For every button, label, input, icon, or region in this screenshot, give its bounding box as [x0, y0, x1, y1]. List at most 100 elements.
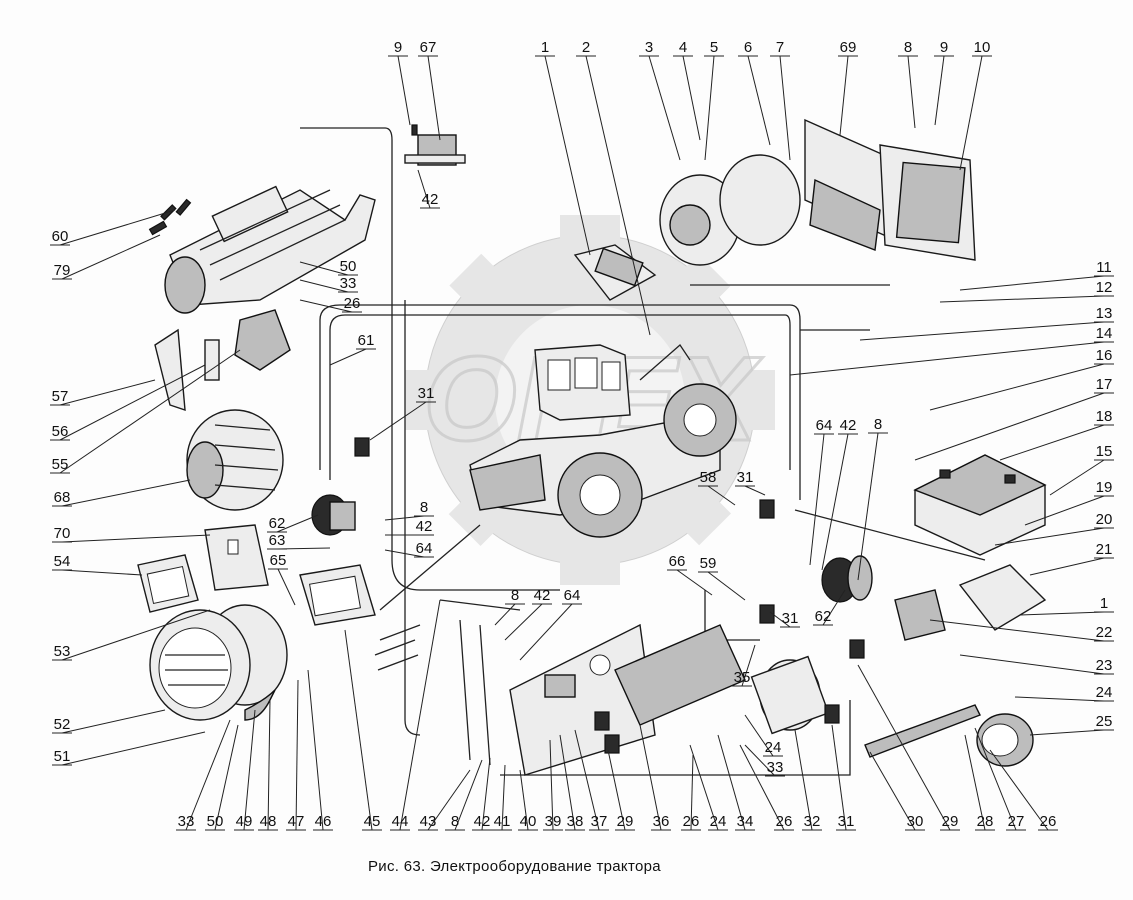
callout-65: 65	[270, 552, 287, 569]
callout-33a: 33	[340, 275, 357, 292]
callout-29a: 29	[617, 813, 634, 830]
callout-64c: 64	[564, 587, 581, 604]
fuse-block	[573, 244, 657, 301]
callout-79: 79	[54, 262, 71, 279]
callout-58: 58	[700, 469, 717, 486]
callout-26d: 26	[1040, 813, 1057, 830]
callout-leader-line	[277, 568, 296, 606]
callout-17: 17	[1096, 376, 1113, 393]
callout-14: 14	[1096, 325, 1113, 342]
callout-1a: 1	[541, 39, 549, 56]
callout-5: 5	[710, 39, 718, 56]
callout-51: 51	[54, 748, 71, 765]
toggle-switches	[354, 437, 865, 754]
callout-leader-line	[276, 514, 319, 533]
callout-leader-line	[821, 433, 849, 571]
callout-leader-line	[707, 485, 736, 506]
callout-leader-line	[999, 424, 1105, 461]
callout-leader-line	[717, 734, 746, 831]
callout-leader-line	[399, 599, 441, 831]
callout-64a: 64	[416, 540, 433, 557]
callout-leader-line	[959, 275, 1105, 291]
instrument-panel	[509, 623, 746, 776]
callout-36: 36	[653, 813, 670, 830]
callout-35: 35	[734, 669, 751, 686]
callout-33b: 33	[767, 759, 784, 776]
callout-leader-line	[1019, 611, 1105, 616]
callout-leader-line	[299, 261, 349, 276]
callout-leader-line	[329, 348, 367, 366]
callout-49: 49	[236, 813, 253, 830]
callout-41: 41	[494, 813, 511, 830]
callout-leader-line	[61, 609, 211, 661]
callout-8e: 8	[451, 813, 459, 830]
callout-leader-line	[369, 401, 427, 441]
callout-leader-line	[974, 727, 1017, 831]
callout-15: 15	[1096, 443, 1113, 460]
callout-leader-line	[549, 739, 554, 831]
callout-60: 60	[52, 228, 69, 245]
callout-leader-line	[427, 55, 441, 141]
callout-leader-line	[676, 569, 713, 596]
callout-42c: 42	[840, 417, 857, 434]
callout-11: 11	[1096, 259, 1112, 276]
voltage-regulator	[154, 309, 291, 412]
callout-18: 18	[1096, 408, 1113, 425]
callout-20: 20	[1096, 511, 1113, 528]
callout-44: 44	[392, 813, 409, 830]
callout-64b: 64	[816, 417, 833, 434]
callout-45: 45	[364, 813, 381, 830]
callout-leader-line	[839, 55, 849, 136]
callout-leader-line	[739, 744, 785, 831]
callout-leader-line	[741, 644, 756, 687]
callout-47: 47	[288, 813, 305, 830]
callout-62a: 62	[269, 515, 286, 532]
callout-leader-line	[707, 571, 746, 601]
callout-leader-line	[299, 299, 353, 313]
callout-48: 48	[260, 813, 277, 830]
callout-leader-line	[648, 55, 681, 161]
callout-leader-line	[519, 769, 529, 831]
callout-leader-line	[61, 731, 206, 766]
callout-8a: 8	[420, 499, 428, 516]
callout-leader-line	[185, 719, 231, 831]
ignition-coil	[750, 655, 830, 735]
callout-62b: 62	[815, 608, 832, 625]
callout-leader-line	[59, 209, 176, 246]
callout-leader-line	[789, 341, 1105, 376]
starter-motor	[148, 185, 376, 314]
callout-leader-line	[857, 664, 951, 831]
callout-leader-line	[243, 709, 256, 831]
callout-leader-line	[61, 534, 211, 543]
callout-leader-line	[61, 569, 143, 576]
callout-9b: 9	[940, 39, 948, 56]
callout-8c: 8	[874, 416, 882, 433]
callout-leader-line	[639, 724, 662, 831]
callout-4: 4	[679, 39, 687, 56]
rear-lamps	[894, 564, 1047, 641]
callout-leader-line	[690, 754, 694, 831]
callout-leader-line	[295, 679, 299, 831]
callout-leader-line	[1014, 696, 1105, 702]
callout-leader-line	[994, 527, 1105, 546]
callout-leader-line	[214, 724, 239, 831]
callout-21: 21	[1096, 541, 1113, 558]
callout-leader-line	[585, 55, 651, 336]
callout-leader-line	[61, 709, 166, 734]
callout-leader-line	[504, 603, 543, 641]
callout-leader-line	[59, 379, 156, 406]
callout-leader-line	[831, 724, 847, 831]
callout-leader-line	[1024, 495, 1105, 526]
callout-leader-line	[769, 611, 791, 628]
terminal-strip	[864, 704, 981, 758]
callout-leader-line	[276, 547, 331, 550]
callout-leader-line	[744, 485, 766, 496]
callout-22: 22	[1096, 624, 1113, 641]
callout-leader-line	[384, 515, 425, 521]
callout-leader-line	[307, 669, 324, 831]
callout-leader-line	[822, 589, 846, 626]
callout-leader-line	[59, 364, 206, 441]
callout-leader-line	[417, 169, 431, 209]
fuse-rows	[374, 599, 521, 766]
